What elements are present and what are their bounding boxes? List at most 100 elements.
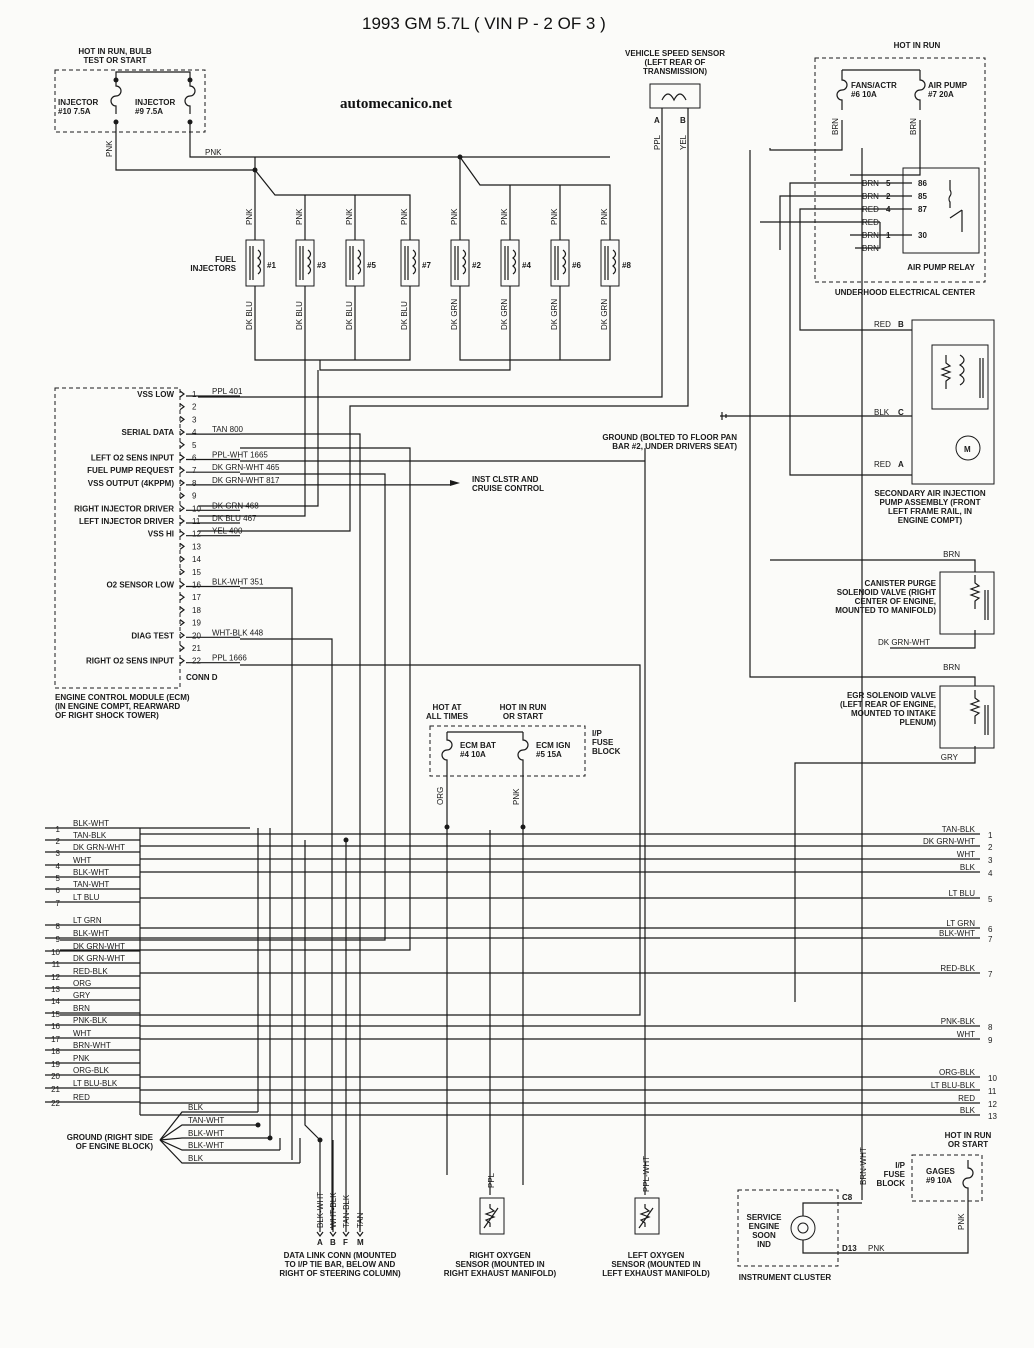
ground-wire: TAN-WHT bbox=[188, 1116, 224, 1125]
bus-right-wire: LT BLU bbox=[949, 889, 976, 898]
ip-wire-org: ORG bbox=[436, 787, 445, 805]
bus-right-wire: RED bbox=[958, 1094, 975, 1103]
egr-solenoid: BRN EGR SOLENOID VALVE(LEFT REAR OF ENGI… bbox=[749, 150, 995, 1002]
bus-left-wire: LT BLU bbox=[73, 893, 100, 902]
ecm-pin-name: LEFT INJECTOR DRIVER bbox=[79, 517, 174, 526]
bus-left-20: 20 ORG-BLK bbox=[45, 1066, 140, 1081]
pump-wire: RED bbox=[874, 460, 891, 469]
air-pump-relay bbox=[902, 167, 980, 254]
cluster-c8: C8 bbox=[842, 1193, 853, 1202]
relay-terminal: 86 bbox=[918, 179, 927, 188]
bus-left-num: 7 bbox=[56, 899, 61, 908]
bus-left-num: 5 bbox=[56, 874, 61, 883]
underhood-center-label: UNDERHOOD ELECTRICAL CENTER bbox=[835, 288, 976, 297]
cluster-wire-brn-wht: BRN-WHT bbox=[859, 1147, 868, 1185]
dlc-pin: A bbox=[317, 1238, 323, 1247]
air-pump-solenoid bbox=[931, 344, 989, 410]
bus-right-5: LT BLU 5 bbox=[140, 889, 993, 904]
uec-wire-brn-2: BRN bbox=[909, 118, 918, 135]
cluster-d13-wire: PNK bbox=[868, 1244, 885, 1253]
bus-left-wire: ORG-BLK bbox=[73, 1066, 110, 1075]
bus-right-num: 5 bbox=[988, 895, 993, 904]
o2-right-box bbox=[479, 1197, 505, 1235]
bus-left-wire: BRN bbox=[73, 1004, 90, 1013]
cluster-outline bbox=[737, 1189, 839, 1267]
ecm-pin-18: 18 bbox=[179, 606, 201, 615]
o2-left-box bbox=[634, 1197, 660, 1235]
fuse-10-symbol bbox=[110, 78, 122, 114]
bus-right-wire: BLK-WHT bbox=[939, 929, 975, 938]
bus-right-num: 7 bbox=[988, 935, 993, 944]
ecm-pin-number: 8 bbox=[192, 479, 197, 488]
vss-pin-a: A bbox=[654, 116, 660, 125]
instrument-cluster-label: INSTRUMENT CLUSTER bbox=[739, 1273, 832, 1282]
ecm-pin-name: RIGHT INJECTOR DRIVER bbox=[74, 504, 174, 513]
injector-number: #4 bbox=[522, 261, 531, 270]
bus-left-7: 7 LT BLU bbox=[45, 893, 140, 908]
fuse-ecm-bat: ECM BAT#4 10A bbox=[460, 741, 496, 759]
injector-top-wire: PNK bbox=[600, 208, 609, 225]
ecm-pin-15: 15 bbox=[179, 568, 201, 577]
pump-pin: B bbox=[898, 320, 904, 329]
air-pump-assembly bbox=[911, 319, 995, 485]
bus-left-wire: BLK-WHT bbox=[73, 929, 109, 938]
injector-top-wire: PNK bbox=[450, 208, 459, 225]
pump-pin: A bbox=[898, 460, 904, 469]
ecm-pin-2: 2 bbox=[179, 403, 197, 412]
ecm-pin-wire: DK BLU 467 bbox=[212, 514, 257, 523]
bus-left-3: 3DK GRN-WHT bbox=[45, 843, 140, 858]
ecm-pin-number: 9 bbox=[192, 492, 197, 501]
egr-top-wire: BRN bbox=[943, 663, 960, 672]
bus-right-num: 8 bbox=[988, 1023, 993, 1032]
egr-label: EGR SOLENOID VALVE(LEFT REAR OF ENGINE,M… bbox=[840, 691, 937, 727]
ecm-pin-number: 1 bbox=[192, 390, 197, 399]
bus-left-num: 20 bbox=[51, 1072, 60, 1081]
bus-left-num: 4 bbox=[56, 862, 61, 871]
bus-left-wire: BRN-WHT bbox=[73, 1041, 111, 1050]
ecm-pin-9: 9 bbox=[179, 492, 197, 501]
ecm-pin-name: FUEL PUMP REQUEST bbox=[87, 466, 174, 475]
bus-right-num: 3 bbox=[988, 856, 993, 865]
ecm-pin-number: 15 bbox=[192, 568, 201, 577]
bus-left-wire: BLK-WHT bbox=[73, 819, 109, 828]
bus-left-num: 17 bbox=[51, 1035, 60, 1044]
injector-top-wire: PNK bbox=[400, 208, 409, 225]
dlc-pin: M bbox=[357, 1238, 364, 1247]
bus-left-wire: GRY bbox=[73, 991, 91, 1000]
dlc-pin: B bbox=[330, 1238, 336, 1247]
bus-right-wire: DK GRN-WHT bbox=[923, 837, 975, 846]
bus-right-wire: PNK-BLK bbox=[941, 1017, 976, 1026]
